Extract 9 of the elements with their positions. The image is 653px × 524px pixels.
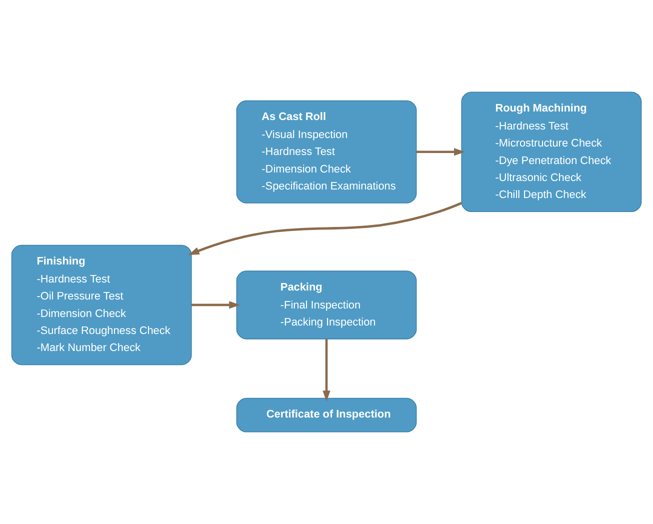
node-box: Rough Machining -Hardness Test -Microstructure Check -Dye Penetration Check -Ultrasonic Check -Chill Depth Check — [461, 92, 642, 212]
arrow — [322, 339, 330, 402]
arrow — [416, 148, 466, 156]
node-box: As Cast Roll -Visual Inspection -Hardness Test -Dimension Check -Specification Examinations — [236, 100, 417, 204]
node-box: Certificate of Inspection — [236, 398, 417, 432]
arrow — [191, 301, 240, 309]
node-box: Finishing -Hardness Test -Oil Pressure Test -Dimension Check -Surface Roughness Check -Mark Number Check — [11, 244, 192, 366]
arrow — [188, 202, 462, 256]
node-box: Packing -Final Inspection -Packing Inspection — [236, 270, 417, 340]
